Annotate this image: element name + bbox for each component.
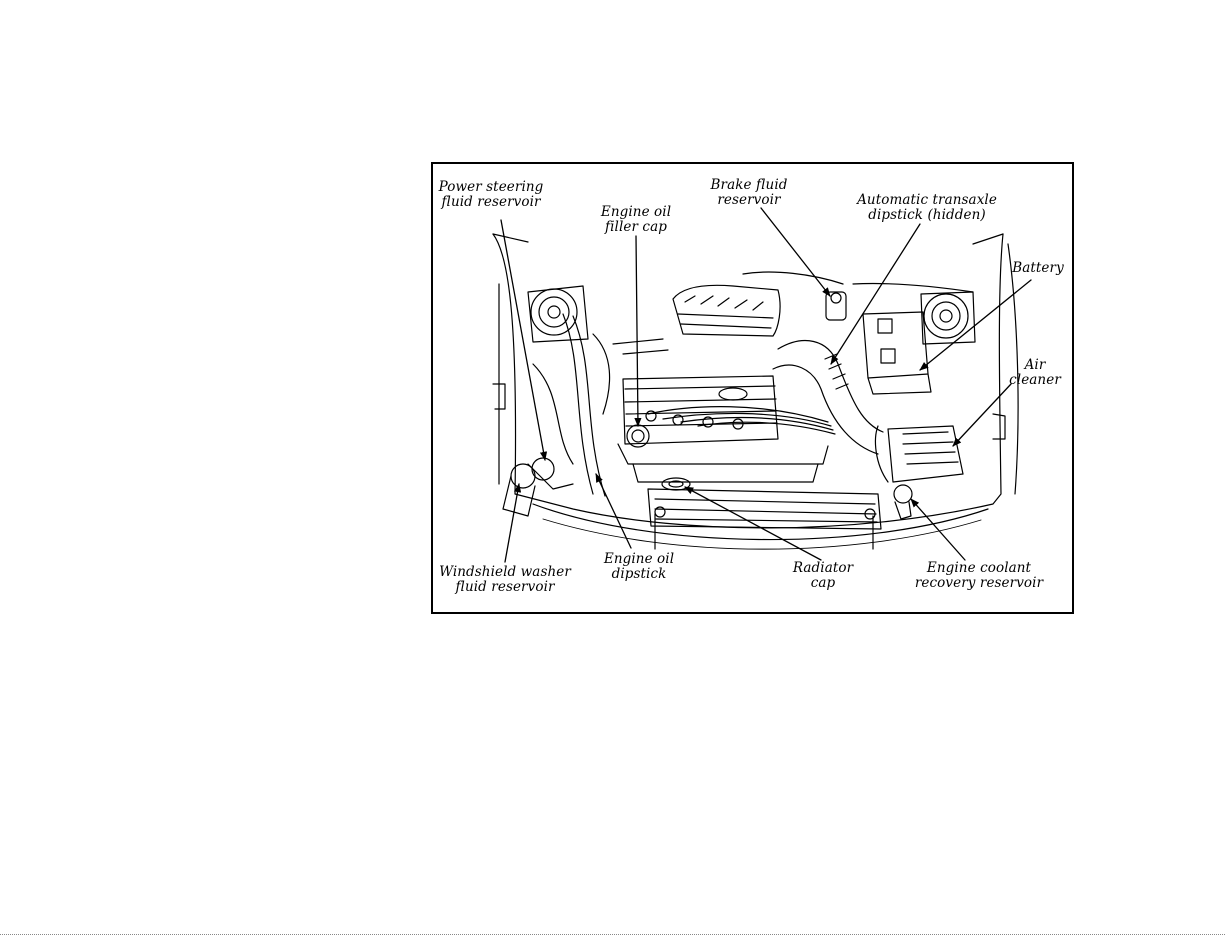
engine-hoses (533, 272, 973, 496)
label-line: dipstick (hidden) (857, 208, 997, 223)
label-battery: Battery (1012, 261, 1064, 276)
leader-lines (501, 208, 1031, 562)
label-line: Air (1009, 358, 1061, 373)
brake-reservoir-unit (826, 292, 846, 320)
label-line: dipstick (604, 567, 674, 582)
label-line: Engine oil (604, 552, 674, 567)
battery-unit (863, 312, 931, 394)
engine-block (618, 285, 835, 482)
label-line: fluid reservoir (439, 580, 571, 595)
leader-oil-filler (636, 236, 638, 426)
label-line: Brake fluid (711, 178, 788, 193)
washer-reservoir-unit (503, 464, 535, 516)
engine-compartment-figure: Power steering fluid reservoir Engine oi… (431, 162, 1074, 614)
leader-brake-fluid (761, 208, 830, 296)
leader-coolant-recovery (911, 499, 965, 560)
label-line: Power steering (439, 180, 544, 195)
leader-oil-dipstick (596, 474, 631, 548)
label-line: cap (793, 576, 853, 591)
coolant-reservoir-unit (894, 485, 912, 519)
leader-transaxle-dipstick (831, 224, 920, 364)
right-strut-tower (921, 292, 975, 344)
label-engine-coolant-recovery-reservoir: Engine coolant recovery reservoir (915, 561, 1043, 591)
leader-power-steering (501, 220, 545, 460)
label-line: reservoir (711, 193, 788, 208)
label-line: Engine oil (601, 205, 671, 220)
label-engine-oil-dipstick: Engine oil dipstick (604, 552, 674, 582)
label-line: Radiator (793, 561, 853, 576)
label-line: recovery reservoir (915, 576, 1043, 591)
label-line: Engine coolant (915, 561, 1043, 576)
engine-compartment-illustration (433, 164, 1072, 612)
label-air-cleaner: Air cleaner (1009, 358, 1061, 388)
label-windshield-washer-reservoir: Windshield washer fluid reservoir (439, 565, 571, 595)
label-radiator-cap: Radiator cap (793, 561, 853, 591)
label-line: filler cap (601, 220, 671, 235)
label-line: Battery (1012, 261, 1064, 276)
label-line: fluid reservoir (439, 195, 544, 210)
label-automatic-transaxle-dipstick: Automatic transaxle dipstick (hidden) (857, 193, 997, 223)
radiator-unit (648, 478, 881, 549)
air-cleaner-housing (875, 426, 963, 482)
label-engine-oil-filler-cap: Engine oil filler cap (601, 205, 671, 235)
label-line: Automatic transaxle (857, 193, 997, 208)
label-power-steering-reservoir: Power steering fluid reservoir (439, 180, 544, 210)
leader-washer-fluid (505, 484, 519, 562)
page-bottom-rule (0, 934, 1225, 935)
label-line: cleaner (1009, 373, 1061, 388)
label-brake-fluid-reservoir: Brake fluid reservoir (711, 178, 788, 208)
label-line: Windshield washer (439, 565, 571, 580)
